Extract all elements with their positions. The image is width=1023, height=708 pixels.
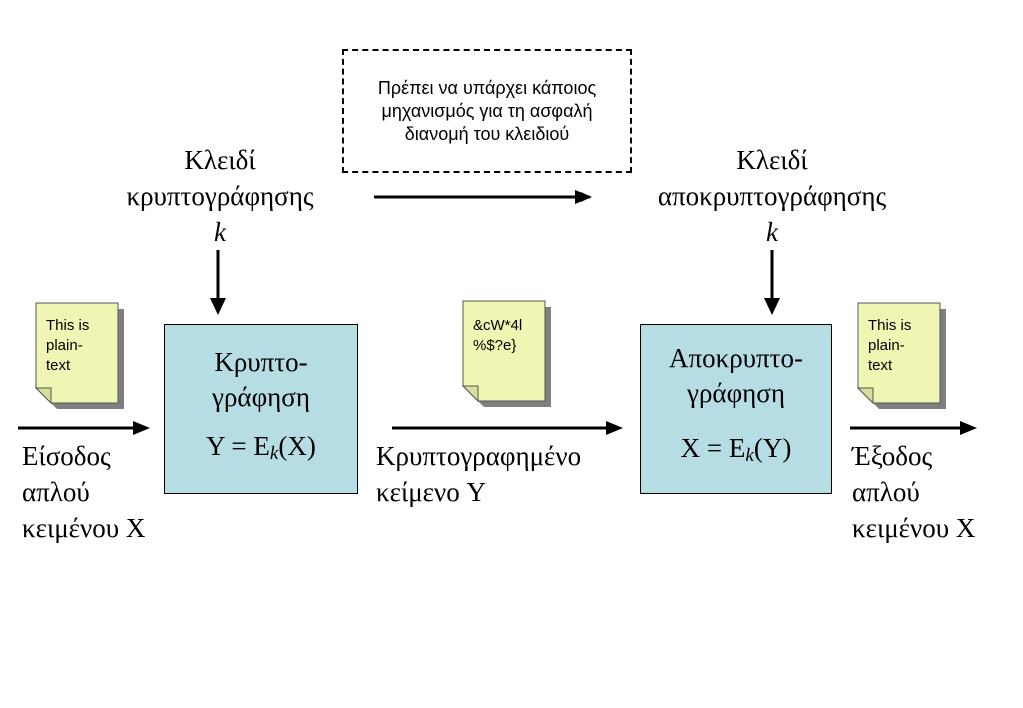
output-label: Έξοδος απλού κειμένου X <box>852 438 975 546</box>
decryption-formula: X = Ek(Y) <box>641 433 831 466</box>
decryption-formula-sub: k <box>745 445 754 466</box>
decryption-formula-rhs: (Y) <box>753 433 792 463</box>
encryption-key-label: Κλειδί κρυπτογράφησης k <box>100 142 340 250</box>
encryption-box-line2: γράφηση <box>212 382 310 412</box>
input-document-icon <box>34 302 124 409</box>
encryption-key-arrowhead <box>210 298 226 315</box>
cipher-document-text: &cW*4l %$?e} <box>473 316 522 356</box>
cipher-document-icon <box>461 300 551 407</box>
decryption-key-label: Κλειδί αποκρυπτογράφησης k <box>632 142 912 250</box>
ciphertext-label-line2: κείμενο Y <box>376 477 486 507</box>
encryption-formula-rhs: (X) <box>278 431 316 461</box>
output-document-line2: plain- <box>868 337 905 354</box>
output-label-line1: Έξοδος <box>852 441 933 471</box>
input-label-line1: Είσοδος <box>22 441 111 471</box>
key-distribution-note-text: Πρέπει να υπάρχει κάποιος μηχανισμός για… <box>377 77 597 144</box>
encryption-formula-sub: k <box>269 443 279 464</box>
input-label-line2: απλού <box>22 477 90 507</box>
key-distribution-note: Πρέπει να υπάρχει κάποιος μηχανισμός για… <box>342 49 632 173</box>
input-label: Είσοδος απλού κειμένου X <box>22 438 145 546</box>
encryption-key-line2: κρυπτογράφησης <box>126 181 314 211</box>
encryption-key-symbol: k <box>214 217 226 247</box>
decryption-key-symbol: k <box>766 217 778 247</box>
output-document-text: This is plain- text <box>868 316 911 376</box>
output-arrowhead <box>960 421 977 435</box>
encryption-box-line1: Κρυπτο- <box>214 347 308 377</box>
encryption-formula: Y = Ek(X) <box>165 431 357 464</box>
input-arrowhead <box>133 421 150 435</box>
decryption-key-line2: αποκρυπτογράφησης <box>657 181 887 211</box>
cipher-document-line1: &cW*4l <box>473 317 523 334</box>
output-document-line3: text <box>868 357 893 374</box>
input-document-line3: text <box>46 357 71 374</box>
decryption-box-line1: Αποκρυπτο- <box>668 343 804 373</box>
output-document-icon <box>856 302 946 409</box>
ciphertext-arrowhead <box>606 421 623 435</box>
encryption-box: Κρυπτο- γράφηση Y = Ek(X) <box>164 324 358 494</box>
ciphertext-label: Κρυπτογραφημένο κείμενο Y <box>376 438 581 510</box>
decryption-formula-lhs: X = E <box>680 433 746 463</box>
encryption-formula-lhs: Y = E <box>206 431 270 461</box>
decryption-box-line2: γράφηση <box>687 378 785 408</box>
decryption-key-line1: Κλειδί <box>736 145 808 175</box>
output-document-line1: This is <box>868 317 912 334</box>
output-label-line3: κειμένου X <box>852 513 976 543</box>
encryption-key-line1: Κλειδί <box>184 145 256 175</box>
output-label-line2: απλού <box>852 477 920 507</box>
decryption-key-arrowhead <box>764 298 780 315</box>
key-distribution-arrowhead <box>575 190 592 204</box>
input-document-line1: This is <box>46 317 90 334</box>
ciphertext-label-line1: Κρυπτογραφημένο <box>376 441 582 471</box>
cipher-document-line2: %$?e} <box>473 337 517 354</box>
input-document-text: This is plain- text <box>46 316 89 376</box>
input-label-line3: κειμένου X <box>22 513 146 543</box>
decryption-box: Αποκρυπτο- γράφηση X = Ek(Y) <box>640 324 832 494</box>
input-document-line2: plain- <box>46 337 83 354</box>
